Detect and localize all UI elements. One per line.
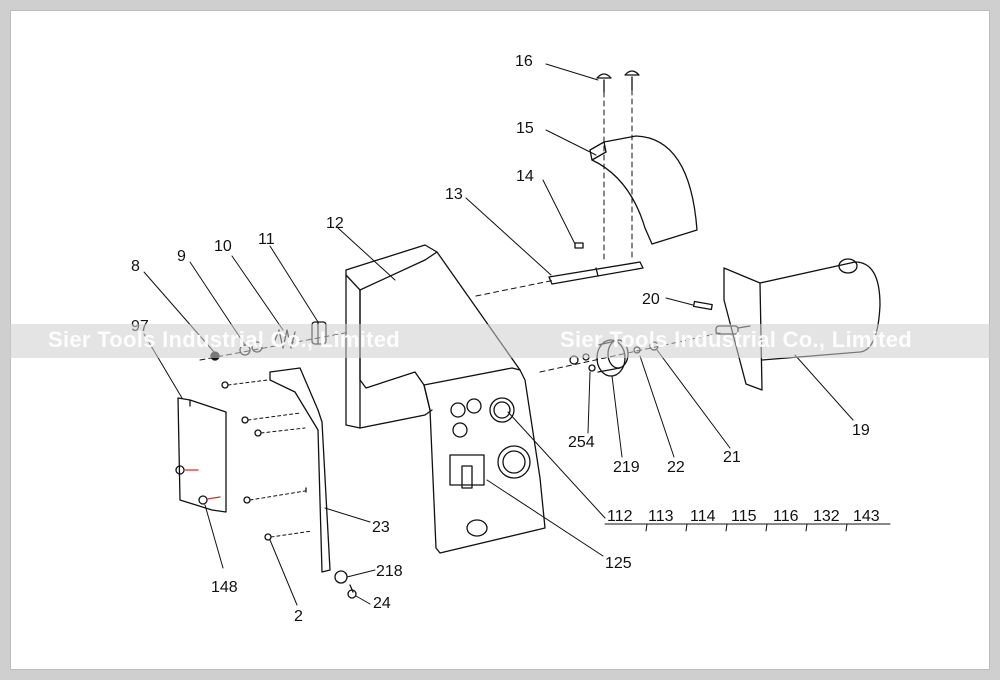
callout-24: 24 bbox=[373, 595, 391, 612]
callout-20: 20 bbox=[642, 291, 660, 308]
callout-group-0: 112 bbox=[607, 508, 633, 525]
callout-22: 22 bbox=[667, 459, 685, 476]
key-20 bbox=[692, 300, 713, 311]
callout-group-6: 143 bbox=[853, 508, 880, 525]
watermark-right: Sier Tools Industrial Co., Limited bbox=[560, 327, 913, 352]
callout-15: 15 bbox=[516, 120, 534, 137]
callout-group-2: 114 bbox=[690, 508, 716, 525]
screw-148-b bbox=[198, 495, 221, 505]
callout-21: 21 bbox=[723, 449, 741, 466]
watermark-left: Sier Tools Industrial Co., Limited bbox=[48, 327, 401, 352]
callout-19: 19 bbox=[852, 422, 870, 439]
callout-12: 12 bbox=[326, 215, 344, 232]
callout-125: 125 bbox=[605, 555, 632, 572]
screw-148-a bbox=[175, 465, 199, 475]
screw-24 bbox=[347, 584, 357, 599]
callout-2: 2 bbox=[294, 608, 303, 625]
plate-97 bbox=[177, 397, 227, 513]
screw-16-left bbox=[596, 73, 612, 93]
callout-8: 8 bbox=[131, 258, 140, 275]
callout-10: 10 bbox=[214, 238, 232, 255]
callout-group-5: 132 bbox=[813, 508, 840, 525]
callout-13: 13 bbox=[445, 186, 463, 203]
callout-group-4: 116 bbox=[773, 508, 799, 525]
watermark-band bbox=[10, 324, 990, 358]
callout-16: 16 bbox=[515, 53, 533, 70]
pin-14 bbox=[574, 242, 584, 249]
screw-16-right bbox=[624, 70, 640, 91]
washer-218 bbox=[334, 570, 348, 584]
callout-group-1: 113 bbox=[648, 508, 674, 525]
callout-148: 148 bbox=[211, 579, 238, 596]
callout-11: 11 bbox=[258, 231, 275, 248]
belt-cover-15 bbox=[589, 135, 698, 245]
callout-9: 9 bbox=[177, 248, 186, 265]
callout-group-3: 115 bbox=[731, 508, 757, 525]
callout-218: 218 bbox=[376, 563, 403, 580]
callout-23: 23 bbox=[372, 519, 390, 536]
side-plate-23 bbox=[269, 367, 331, 573]
callout-14: 14 bbox=[516, 168, 534, 185]
shaft-13 bbox=[548, 261, 644, 285]
screws-2 bbox=[221, 379, 313, 541]
main-housing-12 bbox=[345, 244, 546, 554]
callout-219: 219 bbox=[613, 459, 640, 476]
callout-254: 254 bbox=[568, 434, 595, 451]
